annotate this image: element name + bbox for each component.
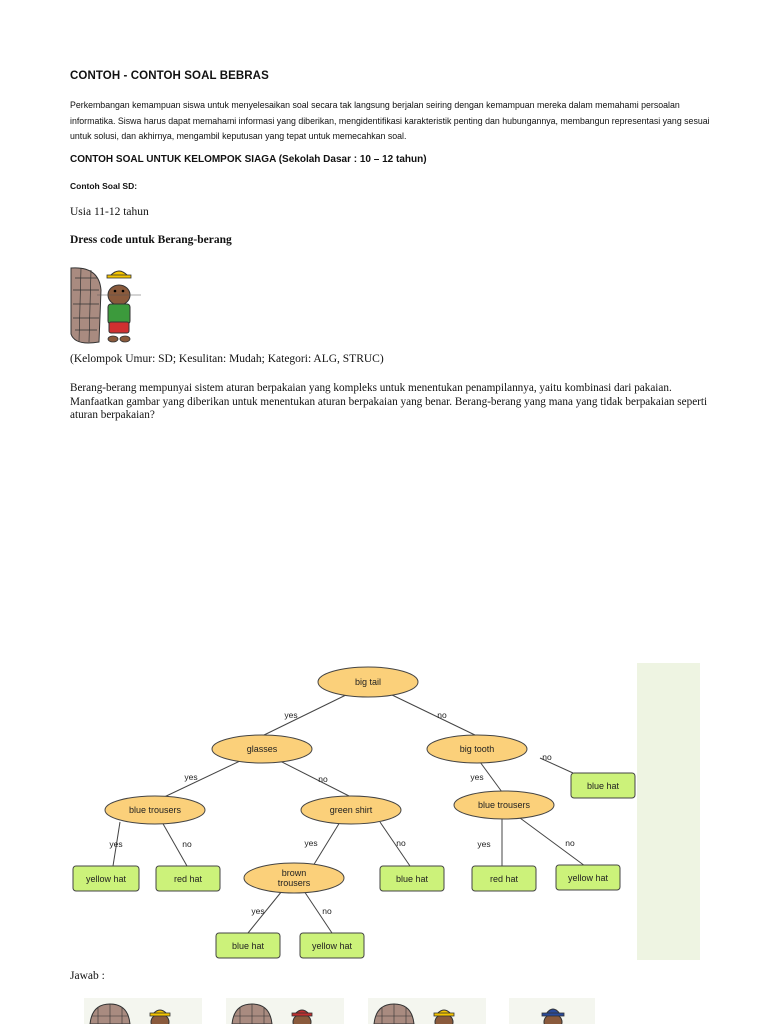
label-blue-trousers-right: blue trousers <box>478 800 531 810</box>
question-text: Berang-berang mempunyai sistem aturan be… <box>70 382 710 423</box>
answer-option-4[interactable] <box>509 998 595 1024</box>
label-brown: brown <box>282 868 307 878</box>
beaver-option-3-icon <box>368 998 486 1024</box>
label-green-shirt: green shirt <box>330 805 373 815</box>
document-title: CONTOH - CONTOH SOAL BEBRAS <box>70 70 269 82</box>
label-trousers: trousers <box>278 878 311 888</box>
label-blue-hat-3: blue hat <box>587 781 620 791</box>
answer-option-3[interactable] <box>368 998 486 1024</box>
edge-yes: yes <box>470 772 483 782</box>
beaver-illustration <box>69 264 147 346</box>
edge-no: no <box>182 839 192 849</box>
edge-yes: yes <box>304 838 317 848</box>
beaver-option-1-icon <box>84 998 202 1024</box>
label-blue-trousers-left: blue trousers <box>129 805 182 815</box>
edge-yes: yes <box>109 839 122 849</box>
edge-yes: yes <box>477 839 490 849</box>
beaver-option-2-icon <box>226 998 344 1024</box>
label-glasses: glasses <box>247 744 278 754</box>
beaver-option-4-icon <box>509 998 595 1024</box>
answer-label: Jawab : <box>70 970 105 982</box>
edge-no: no <box>542 752 552 762</box>
edge-no: no <box>318 774 328 784</box>
label-yellow-hat-2: yellow hat <box>312 941 353 951</box>
answer-option-2[interactable] <box>226 998 344 1024</box>
edge-yes: yes <box>184 772 197 782</box>
label-red-hat-1: red hat <box>174 874 203 884</box>
label-blue-hat-1: blue hat <box>396 874 429 884</box>
sd-label: Contoh Soal SD: <box>70 181 137 191</box>
edge-no: no <box>437 710 447 720</box>
edge-yes: yes <box>284 710 297 720</box>
intro-paragraph: Perkembangan kemampuan siswa untuk menye… <box>70 98 710 145</box>
task-title: Dress code untuk Berang-berang <box>70 234 232 246</box>
edge-yes: yes <box>251 906 264 916</box>
label-yellow-hat-1: yellow hat <box>86 874 127 884</box>
label-yellow-hat-3: yellow hat <box>568 873 609 883</box>
edge-no: no <box>396 838 406 848</box>
section-heading: CONTOH SOAL UNTUK KELOMPOK SIAGA (Sekola… <box>70 154 427 165</box>
label-blue-hat-2: blue hat <box>232 941 265 951</box>
age-line: Usia 11-12 tahun <box>70 206 149 218</box>
label-red-hat-2: red hat <box>490 874 519 884</box>
edge-no: no <box>322 906 332 916</box>
task-metadata: (Kelompok Umur: SD; Kesulitan: Mudah; Ka… <box>70 353 384 365</box>
answer-option-1[interactable] <box>84 998 202 1024</box>
label-big-tooth: big tooth <box>460 744 495 754</box>
decision-tree: big tail glasses big tooth blue trousers… <box>70 663 637 960</box>
label-big-tail: big tail <box>355 677 381 687</box>
edge-no: no <box>565 838 575 848</box>
